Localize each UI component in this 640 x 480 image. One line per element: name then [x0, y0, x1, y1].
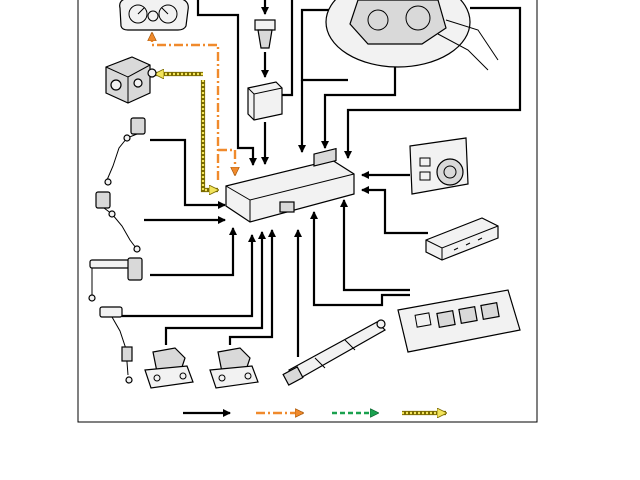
- junction-box-icon: [425, 217, 499, 261]
- switch-pack-icon: [397, 289, 521, 353]
- height-sensor-icon: [99, 306, 133, 384]
- height-sensor-icon: [104, 117, 146, 186]
- headlamp-switch-icon: [409, 137, 469, 195]
- wire-top-left: [196, 0, 257, 166]
- leveling-motor-icon: [209, 347, 259, 389]
- wire-switch-pack-2: [340, 199, 410, 292]
- wire-headlamp-c: [344, 6, 522, 159]
- wire-rear-sensor-left: [150, 227, 237, 277]
- height-sensor-icon: [95, 191, 141, 253]
- instrument-cluster-icon: [119, 0, 189, 31]
- wire-headlamp-b: [321, 55, 397, 149]
- control-module-icon: [225, 147, 355, 223]
- can-high-speed-link-2: [218, 148, 235, 175]
- height-sensor-icon: [88, 257, 143, 302]
- wire-headlamp-a: [300, 8, 348, 82]
- leveling-motor-icon: [144, 347, 194, 389]
- can-high-speed-link: [152, 33, 220, 180]
- wire-front-sensor-left: [150, 138, 226, 209]
- headlamp-icon: [325, 0, 499, 71]
- hardwired-connections: [122, 0, 522, 357]
- wire-switch-pack: [310, 211, 410, 307]
- network-connections: [152, 33, 235, 190]
- wire-top-mid: [282, 0, 294, 97]
- wire-rear-sensor-right: [122, 234, 256, 318]
- wire-junction-box: [361, 186, 428, 235]
- abs-module-icon: [105, 56, 157, 104]
- wire-leveling-right: [228, 229, 276, 345]
- actuator-icon: [282, 319, 386, 386]
- relay-icon: [247, 81, 283, 121]
- wire-leveling-left: [164, 231, 266, 345]
- fuse-icon: [254, 19, 276, 49]
